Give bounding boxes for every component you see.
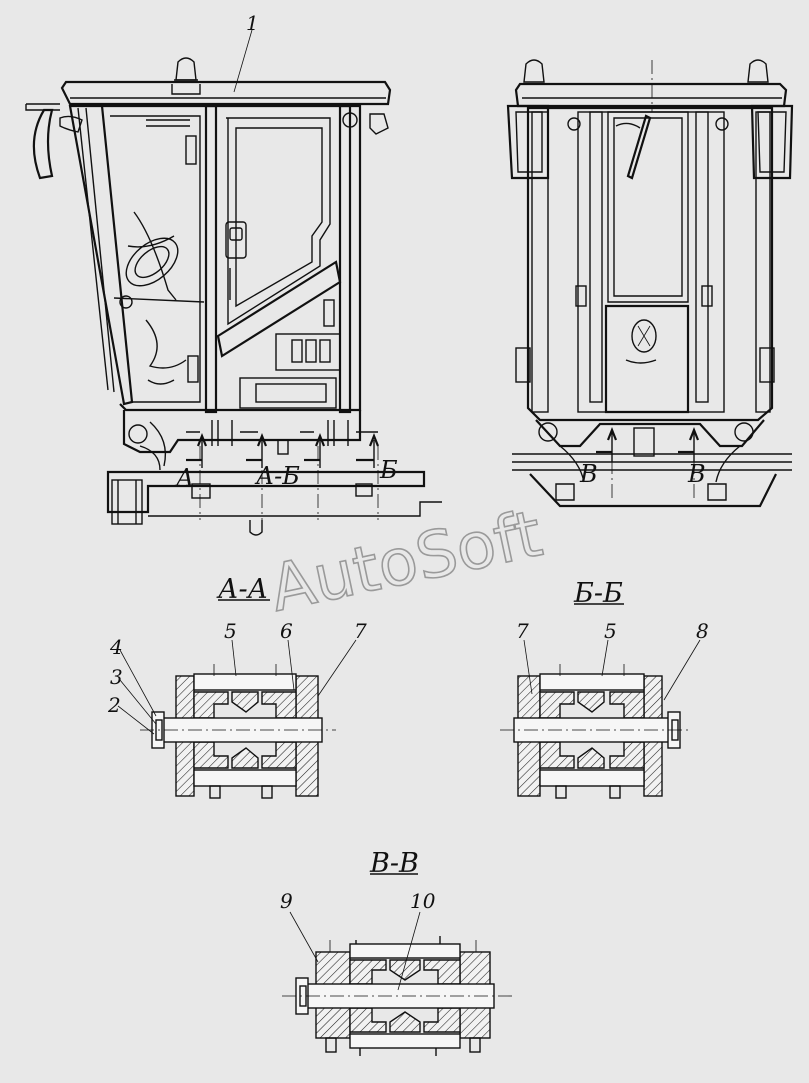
- cut-marker-b: Б: [379, 456, 398, 484]
- callout-10: 10: [410, 889, 436, 913]
- section-title-a-a: А-А: [216, 574, 268, 605]
- callout-3: 3: [110, 665, 123, 689]
- section-v-v: [282, 873, 512, 1056]
- callout-aa-6: 6: [280, 619, 293, 643]
- cut-marker-v-right: В: [687, 460, 706, 488]
- cut-marker-a-b: А-Б: [254, 462, 300, 490]
- cut-marker-v-left: В: [579, 460, 598, 488]
- section-a-a: [117, 599, 357, 799]
- cab-rear-view: [506, 59, 794, 508]
- callout-9: 9: [280, 889, 293, 913]
- labels: 1 А А-Б Б В В А-А Б-Б В-В 4 3 2 5 6 7 7 …: [107, 11, 709, 913]
- callout-bb-5: 5: [604, 619, 617, 643]
- cab-side-view: [25, 29, 442, 536]
- section-b-b: [500, 603, 701, 799]
- callout-aa-7: 7: [354, 619, 367, 643]
- callout-4: 4: [109, 635, 123, 659]
- callout-bb-8: 8: [696, 619, 709, 643]
- section-title-b-b: Б-Б: [573, 578, 623, 609]
- section-title-v-v: В-В: [369, 848, 419, 879]
- callout-1: 1: [246, 11, 259, 35]
- callout-aa-5: 5: [224, 619, 237, 643]
- cut-marker-a: А: [174, 464, 194, 492]
- callout-2: 2: [107, 693, 121, 717]
- callout-bb-7: 7: [516, 619, 529, 643]
